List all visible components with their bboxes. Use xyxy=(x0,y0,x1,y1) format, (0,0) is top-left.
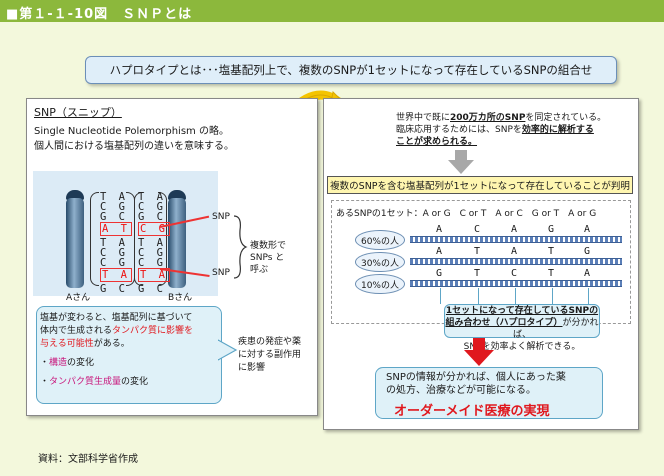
col-line xyxy=(440,288,441,304)
snp-box-a2: T A xyxy=(100,268,132,282)
base: G xyxy=(548,224,555,235)
personalized-medicine-box xyxy=(375,367,603,419)
curly-brace-icon xyxy=(233,215,248,279)
base: T xyxy=(548,246,555,257)
base: G xyxy=(436,268,443,279)
population-10-label: 10%の人 xyxy=(355,274,405,294)
snp-heading: SNP（スニップ） xyxy=(34,106,122,119)
chromosome-a-body xyxy=(66,198,84,288)
snp-label-top: SNP xyxy=(212,212,230,222)
personalized-medicine-text: SNPの情報が分かれば、個人にあった薬 の処方、治療などが可能になる。 xyxy=(386,372,566,396)
finding-bar: 複数のSNPを含む塩基配列が1セットになって存在していることが判明 xyxy=(327,176,633,194)
haplotype-definition-banner: ハプロタイプとは･･･塩基配列上で、複数のSNPが1セットになって存在しているS… xyxy=(85,56,617,84)
order-made-medicine-title: オーダーメイド医療の実現 xyxy=(394,404,550,419)
base: A xyxy=(511,246,518,257)
base: C xyxy=(474,224,481,235)
identification-text: 世界中で既に200万カ所のSNPを同定されている。 臨床応用するためには、SNP… xyxy=(396,113,607,147)
snp-box-a1: A T xyxy=(100,222,132,236)
chromosome-b-body xyxy=(168,198,186,288)
protein-effect-callout xyxy=(36,306,222,404)
bracket-b-left xyxy=(134,192,143,286)
source-note: 資料：文部科学省作成 xyxy=(38,454,138,465)
callout-text: 塩基が変わると、塩基配列に基づいて 体内で生成されるタンパク質に影響を 与える可… xyxy=(40,313,194,387)
strand-10 xyxy=(410,280,622,287)
chromosome-a-icon xyxy=(66,190,84,200)
person-a-label: Aさん xyxy=(66,293,91,303)
base: C xyxy=(511,268,518,279)
dna-illustration xyxy=(33,171,218,296)
figure-title: ■第１-１-10図 ＳＮＰとは xyxy=(6,7,193,22)
person-b-label: Bさん xyxy=(168,293,193,303)
chromosome-b-icon xyxy=(168,190,186,200)
col-line xyxy=(552,288,553,304)
bracket-a-left xyxy=(90,192,99,286)
side-effect-note: 疾患の発症や薬に対する副作用に影響 xyxy=(238,337,302,373)
base: T xyxy=(474,246,481,257)
base: A xyxy=(511,224,518,235)
col-line xyxy=(588,288,589,304)
base: T xyxy=(548,268,555,279)
base: A xyxy=(584,268,591,279)
base: A xyxy=(584,224,591,235)
base: T xyxy=(474,268,481,279)
base: A xyxy=(436,224,443,235)
down-arrow-red-icon xyxy=(464,338,494,366)
col-line xyxy=(478,288,479,304)
snp-box-b1: C G xyxy=(138,222,170,236)
haplotype-box: 1セットになって存在しているSNPの 組み合わせ（ハプロタイプ）が分かれば、 S… xyxy=(444,304,600,352)
population-60-label: 60%の人 xyxy=(355,230,405,250)
population-30-label: 30%の人 xyxy=(355,252,405,272)
down-arrow-gray-icon xyxy=(448,150,474,174)
snp-label-bottom: SNP xyxy=(212,268,230,278)
callout-pointer-icon xyxy=(218,339,238,361)
snp-definition-ja: 個人間における塩基配列の違いを意味する。 xyxy=(34,141,234,152)
snp-definition-en: Single Nucleotide Polemorphism の略。 xyxy=(34,126,229,137)
strand-30 xyxy=(410,258,622,265)
strand-60 xyxy=(410,236,622,243)
snp-box-b2: T A xyxy=(138,268,170,282)
base: G xyxy=(584,246,591,257)
col-line xyxy=(515,288,516,304)
base: A xyxy=(436,246,443,257)
snp-set-row: あるSNPの1セット：A or G C or T A or C G or T A… xyxy=(336,209,597,219)
title-bar xyxy=(0,0,664,22)
